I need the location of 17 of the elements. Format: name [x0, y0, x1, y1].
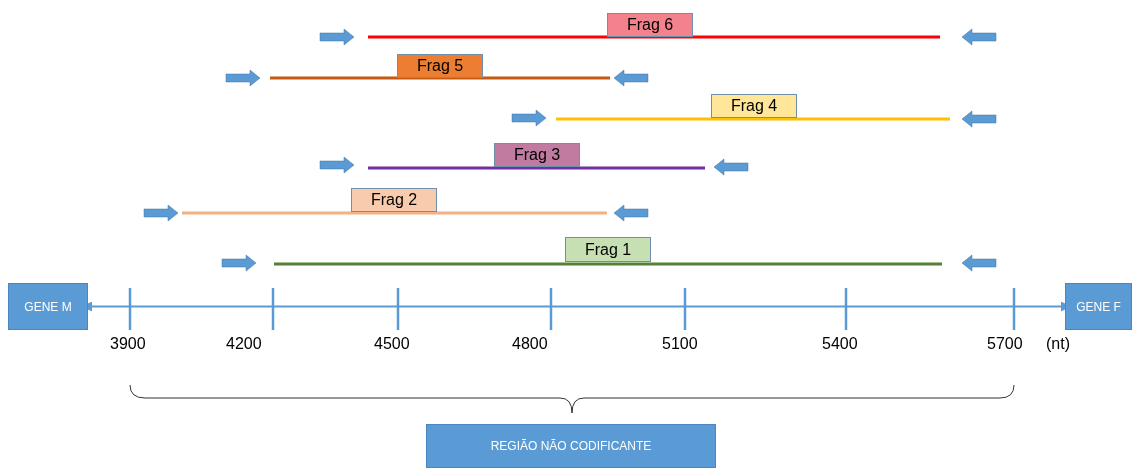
tick-label: 5100: [662, 335, 698, 353]
fragment-label-box: Frag 3: [494, 143, 580, 167]
tick-label: 5400: [822, 335, 858, 353]
tick-label: 4500: [374, 335, 410, 353]
gene-box: GENE F: [1065, 283, 1132, 330]
tick-label: 5700: [987, 335, 1023, 353]
fragment-label-box: Frag 4: [711, 94, 797, 118]
fragment-label-box: Frag 6: [607, 13, 693, 37]
fragment-label-box: Frag 5: [397, 54, 483, 78]
tick-label: 4200: [226, 335, 262, 353]
tick-label: 3900: [110, 335, 146, 353]
unit-label: (nt): [1046, 335, 1070, 353]
fragment-label-box: Frag 1: [565, 237, 651, 262]
fragment-label-box: Frag 2: [351, 188, 437, 212]
gene-box: GENE M: [8, 283, 88, 330]
region-box: REGIÃO NÃO CODIFICANTE: [426, 424, 716, 468]
tick-label: 4800: [512, 335, 548, 353]
